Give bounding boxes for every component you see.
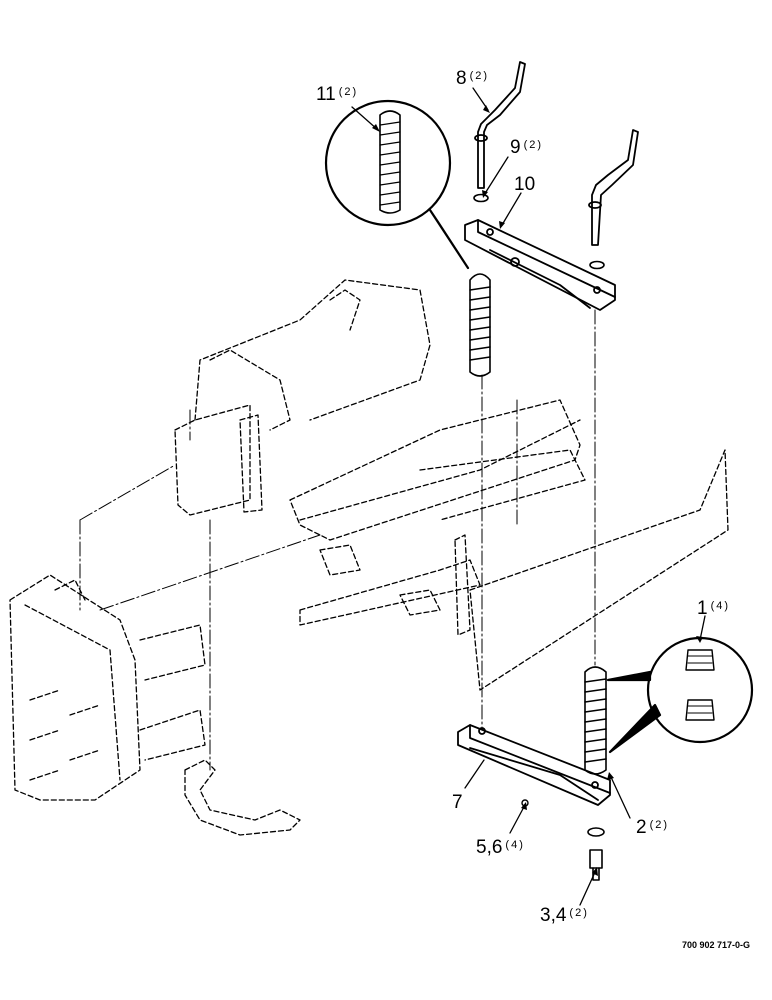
assembly-centerlines: [79, 309, 596, 771]
callout-item-8: 8(2): [456, 69, 489, 88]
callout-quantity: (2): [569, 907, 589, 919]
callout-number: 5,6: [476, 837, 503, 858]
baler-frame-phantom: [9, 279, 729, 836]
callout-quantity: (2): [469, 70, 490, 82]
drawing-number: 700 902 717-0-G: [682, 940, 751, 950]
callout-item-9: 9(2): [510, 138, 543, 157]
callout-number: 10: [514, 174, 536, 195]
callout-quantity: (4): [710, 600, 731, 612]
callout-number: 9: [510, 137, 521, 158]
leader-lines: [351, 87, 706, 906]
callout-quantity: (2): [649, 819, 670, 831]
callout-quantity: (2): [338, 86, 359, 98]
callout-number: 3,4: [540, 905, 567, 926]
callout-number: 7: [452, 792, 463, 813]
callout-item-3-4: 3,4(2): [540, 906, 589, 925]
callout-item-11: 11(2): [316, 85, 358, 104]
callout-quantity: (4): [505, 839, 525, 851]
callout-item-10: 10: [514, 175, 538, 194]
adjusting-rod-right: [588, 129, 639, 246]
callout-number: 11: [316, 84, 336, 105]
callout-item-1: 1(4): [697, 599, 730, 618]
detail-circle-upper: [324, 99, 470, 270]
lower-spring-bracket: [457, 724, 611, 806]
callout-quantity: (2): [523, 139, 544, 151]
callout-number: 8: [456, 68, 467, 89]
washer-right: [589, 260, 605, 270]
detail-circle-lower: [606, 636, 754, 754]
callout-number: 2: [636, 817, 647, 838]
callout-item-2: 2(2): [636, 818, 669, 837]
callout-item-7: 7: [452, 793, 466, 812]
washer-left: [473, 193, 489, 203]
callout-item-5-6: 5,6(4): [476, 838, 525, 857]
top-spring-bracket: [464, 219, 616, 311]
callout-number: 1: [697, 598, 708, 619]
bolt-and-washer: [587, 827, 605, 881]
compression-spring-upper: [469, 273, 491, 377]
compression-spring-lower: [584, 666, 607, 775]
adjusting-rod-left: [474, 61, 526, 189]
leader-arrowheads: [372, 105, 703, 876]
